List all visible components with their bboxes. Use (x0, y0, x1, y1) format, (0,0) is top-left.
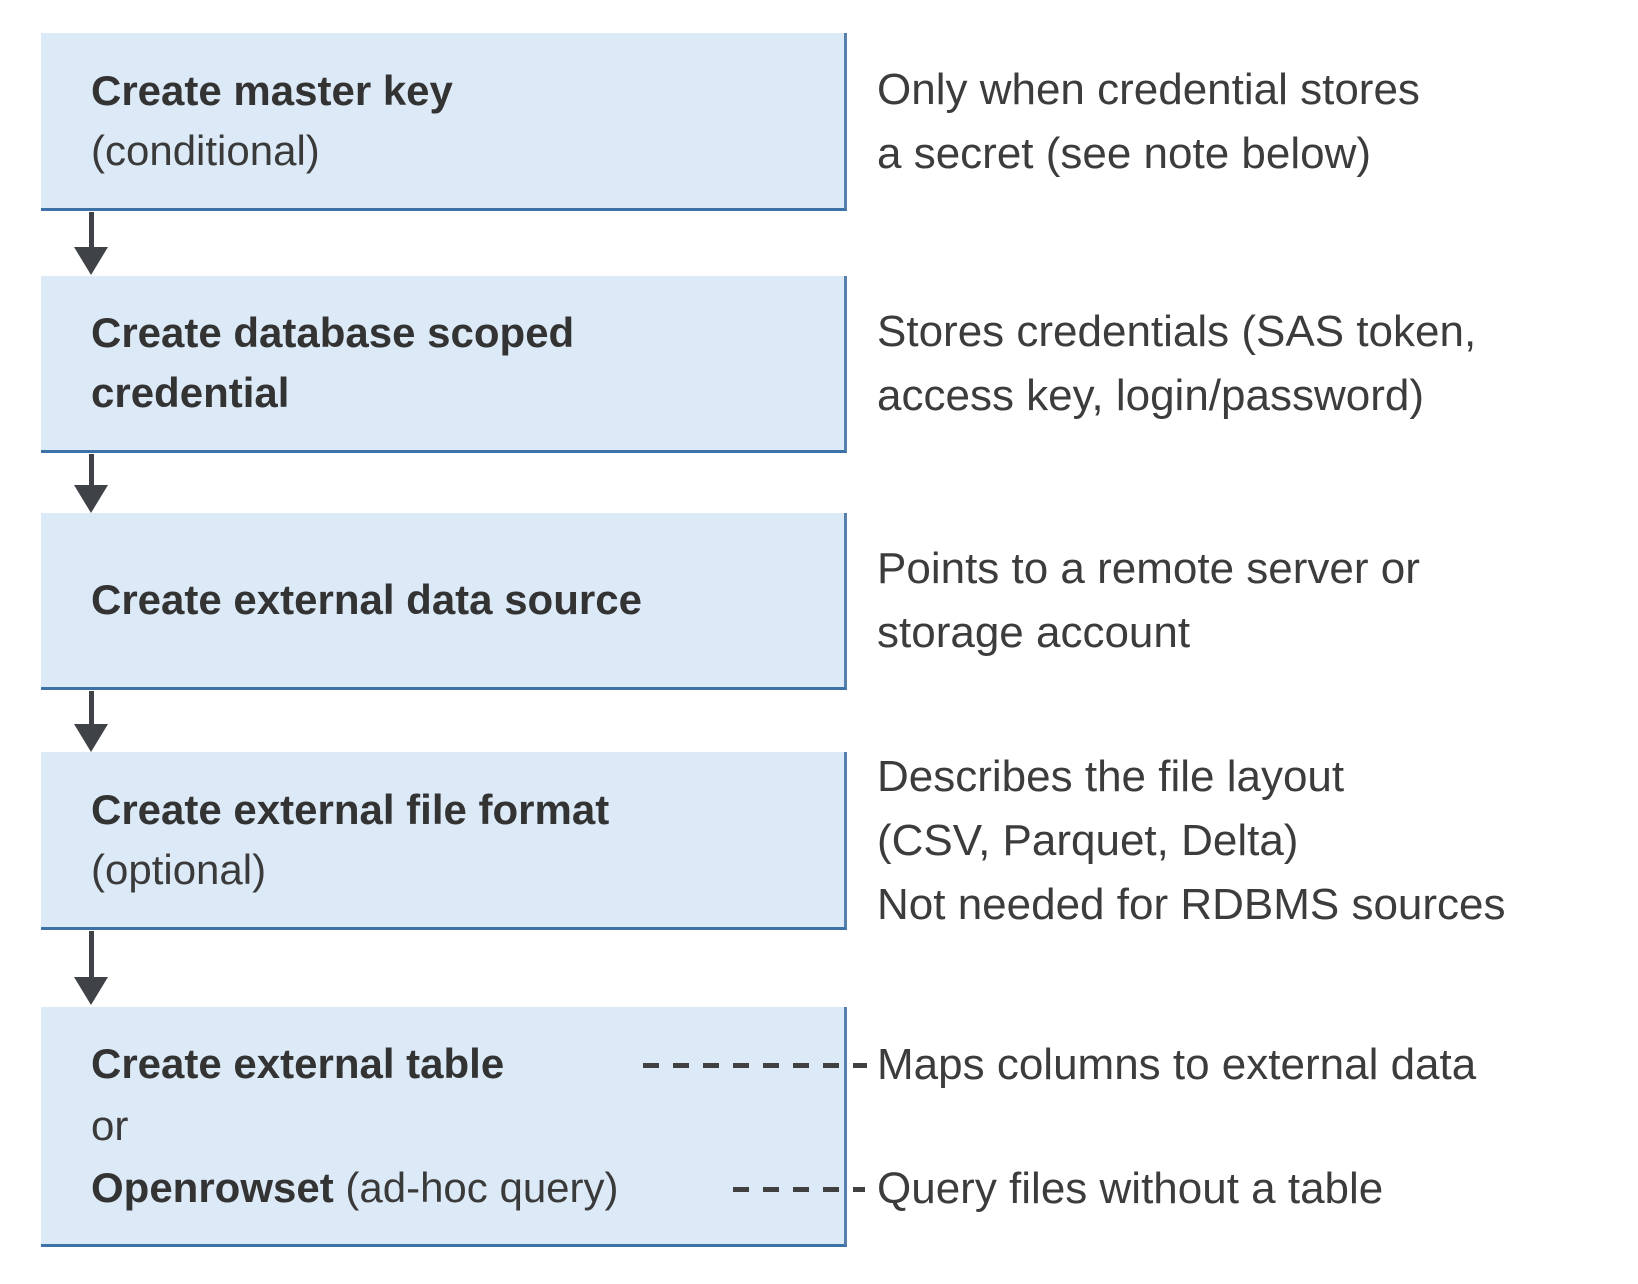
arrow-head (74, 247, 108, 275)
arrow-down-icon (74, 931, 108, 1005)
step-title: Create external table (91, 1039, 505, 1087)
step-box-create-external-data-source: Create external data source (41, 513, 847, 690)
step-title: Create database scoped credential (91, 309, 575, 416)
step-alt-title: Openrowset (91, 1163, 334, 1211)
arrow-stem (88, 212, 94, 247)
note-database-scoped-credential: Stores credentials (SAS token, access ke… (877, 307, 1477, 420)
note-openrowset: Query files without a table (877, 1164, 1384, 1213)
arrow-head (74, 485, 108, 513)
note-external-data-source: Points to a remote server or storage acc… (877, 544, 1420, 657)
dashed-connector (733, 1187, 865, 1192)
arrow-stem (88, 931, 94, 977)
note-external-table: Maps columns to external data (877, 1040, 1477, 1089)
step-box-create-external-file-format: Create external file format (optional) (41, 752, 847, 930)
step-or-line: or (91, 1095, 844, 1157)
step-subtitle: (optional) (91, 845, 267, 893)
step-alt-suffix: (ad-hoc query) (333, 1163, 619, 1211)
step-title-line: Create external table (91, 1033, 844, 1095)
arrow-down-icon (74, 691, 108, 752)
arrow-head (74, 977, 108, 1005)
step-title: Create external data source (91, 576, 642, 623)
step-title: Create external file format (91, 785, 610, 833)
arrow-stem (88, 454, 94, 485)
note-external-file-format: Describes the file layout (CSV, Parquet,… (877, 752, 1506, 929)
arrow-stem (88, 691, 94, 724)
step-alt-line: Openrowset (ad-hoc query) (91, 1157, 844, 1219)
step-title: Create master key (91, 66, 453, 114)
note-master-key: Only when credential stores a secret (se… (877, 65, 1420, 178)
step-box-create-database-scoped-credential: Create database scoped credential (41, 276, 847, 453)
step-box-create-external-table-or-openrowset: Create external table or Openrowset (ad-… (41, 1007, 847, 1247)
step-subtitle: (conditional) (91, 126, 320, 174)
arrow-down-icon (74, 454, 108, 513)
arrow-down-icon (74, 212, 108, 275)
dashed-connector (643, 1063, 867, 1068)
or-label: or (91, 1101, 129, 1149)
arrow-head (74, 724, 108, 752)
step-box-create-master-key: Create master key (conditional) (41, 33, 847, 211)
